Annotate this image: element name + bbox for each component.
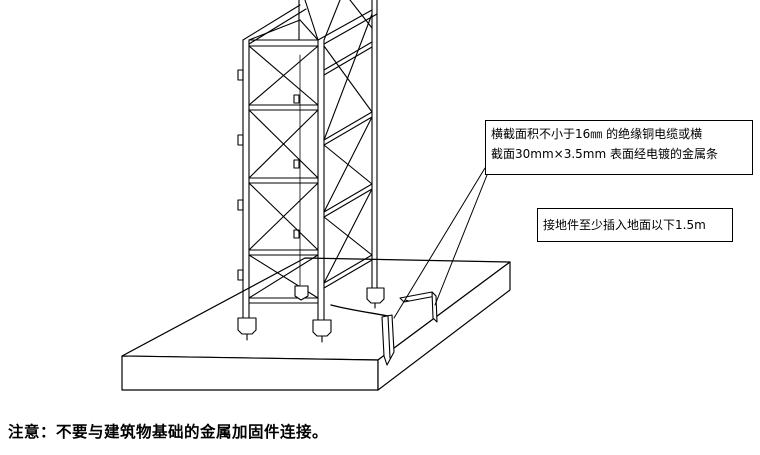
concrete-foundation [121,257,511,391]
tower-mast [237,0,378,326]
conductor-spec-line-1: 横截面积不小于16㎜ 的绝缘铜电缆或横 [491,127,703,141]
metal-strip-electrode [399,291,438,323]
warning-note: 注意：不要与建筑物基础的金属加固件连接。 [8,423,329,441]
conductor-spec-callout: 横截面积不小于16㎜ 的绝缘铜电缆或横 截面30mm×3.5mm 表面经电镀的金… [485,120,753,175]
conductor-spec-line-2: 截面30mm×3.5mm 表面经电镀的金属条 [491,147,718,161]
grounding-rod [381,314,395,366]
rod-depth-text: 接地件至少插入地面以下1.5m [543,218,706,232]
rod-depth-callout: 接地件至少插入地面以下1.5m [537,208,733,242]
grounding-conductor [330,304,389,317]
leg-base-plates [237,285,385,343]
callout-leaders [393,167,488,319]
